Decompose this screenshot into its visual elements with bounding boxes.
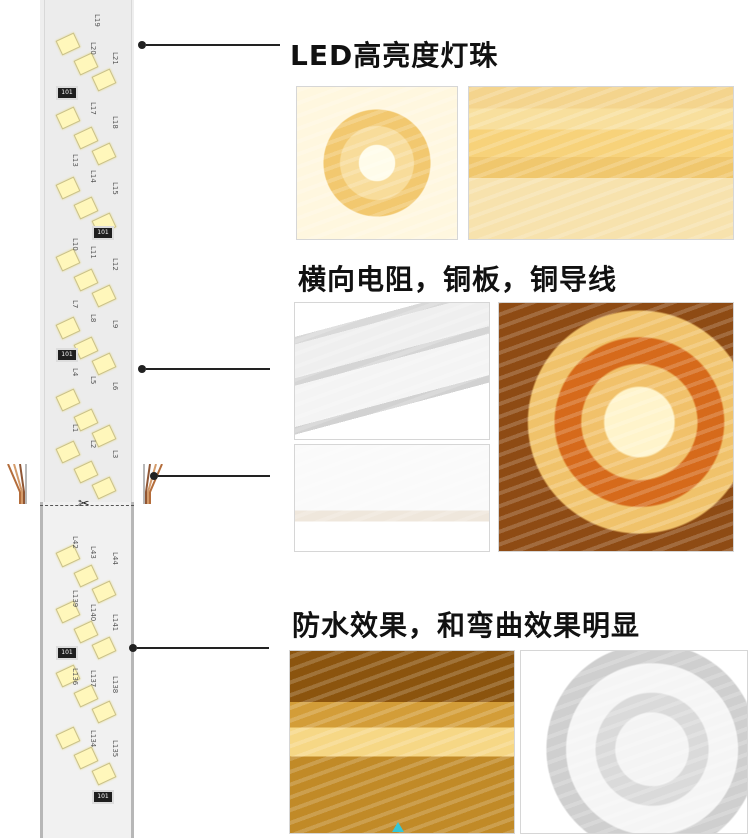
strip-label: L42 [71, 536, 79, 549]
strip-label: L8 [89, 314, 97, 323]
strip-label: L135 [111, 740, 119, 758]
copper-wire-photo [294, 444, 490, 552]
resistor-chip: 101 [56, 348, 78, 362]
connector-dot [138, 365, 146, 373]
curved-strip-photo [498, 302, 734, 552]
right-wire-icon [143, 464, 163, 504]
strip-label: L18 [111, 116, 119, 129]
strip-label: L44 [111, 552, 119, 565]
connector-dot [129, 644, 137, 652]
left-wire-icon [7, 464, 27, 504]
connector-line [158, 475, 270, 477]
strip-label: L6 [111, 382, 119, 391]
strip-label: L14 [89, 170, 97, 183]
scissors-icon: ✂ [78, 496, 90, 512]
strip-label: L5 [89, 376, 97, 385]
resistor-chip: 101 [56, 86, 78, 100]
strip-label: L137 [89, 670, 97, 688]
waterproof-heading: 防水效果，和弯曲效果明显 [292, 609, 641, 642]
strip-label: L139 [71, 590, 79, 608]
cut-line [40, 505, 134, 506]
water-test-photo [289, 650, 515, 834]
resistor-chip: 101 [56, 646, 78, 660]
connector-dot [150, 472, 158, 480]
connector-line [137, 647, 269, 649]
strip-label: L136 [71, 668, 79, 686]
strip-label: L2 [89, 440, 97, 449]
strip-label: L11 [89, 246, 97, 259]
connector-line [146, 44, 280, 46]
strip-label: L3 [111, 450, 119, 459]
strip-label: L17 [89, 102, 97, 115]
strip-label: L12 [111, 258, 119, 271]
strip-label: L43 [89, 546, 97, 559]
led-reel-photo [296, 86, 458, 240]
led-heading: LED高亮度灯珠 [290, 39, 499, 72]
strip-label: L138 [111, 676, 119, 694]
bottom-marker-icon [392, 822, 404, 832]
resistor-chip: 101 [92, 226, 114, 240]
strip-stack-photo [294, 302, 490, 440]
strip-label: L20 [89, 42, 97, 55]
strip-label: L13 [71, 154, 79, 167]
connector-dot [138, 41, 146, 49]
strip-label: L15 [111, 182, 119, 195]
lower-led-strip [40, 502, 134, 838]
strip-label: L19 [93, 14, 101, 27]
resistor-heading: 横向电阻，铜板，铜导线 [298, 263, 618, 296]
strip-label: L10 [71, 238, 79, 251]
strip-label: L4 [71, 368, 79, 377]
strip-label: L7 [71, 300, 79, 309]
strip-label: L140 [89, 604, 97, 622]
led-closeup-photo [468, 86, 734, 240]
strip-label: L9 [111, 320, 119, 329]
resistor-chip: 101 [92, 790, 114, 804]
strip-label: L1 [71, 424, 79, 433]
connector-line [146, 368, 270, 370]
strip-label: L141 [111, 614, 119, 632]
strip-label: L134 [89, 730, 97, 748]
strip-label: L21 [111, 52, 119, 65]
bent-strip-photo [520, 650, 748, 834]
